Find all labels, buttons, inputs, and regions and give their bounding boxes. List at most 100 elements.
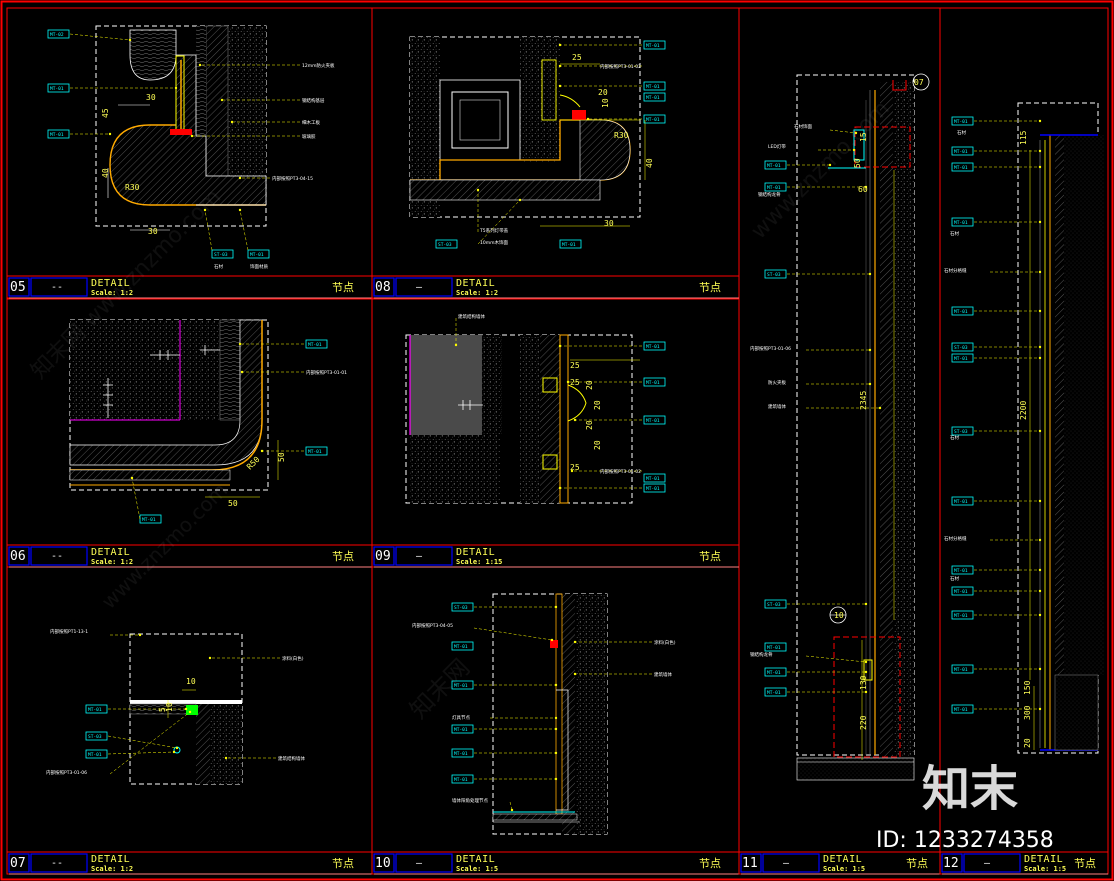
detail-title: DETAIL (91, 278, 130, 289)
material-tag-code: ST-03 (454, 605, 468, 611)
material-tag-code: MT-01 (954, 220, 968, 226)
leader-dot (260, 449, 264, 453)
material-tag-code: ST-03 (438, 242, 452, 248)
material-tag: ST-03 (764, 599, 787, 609)
leader-dot (1038, 149, 1042, 153)
material-tag-code: MT-01 (454, 777, 468, 783)
material-tag: MT-01 (764, 182, 787, 192)
material-tag-code: MT-01 (646, 84, 660, 90)
callout-label: 钢结构龙骨 (758, 191, 781, 198)
material-tag: MT-01 (643, 341, 666, 351)
leader-dot (138, 633, 142, 637)
leader-line (204, 209, 213, 251)
brand-watermark: 知末 (922, 761, 1018, 817)
material-tag-code: MT-01 (562, 242, 576, 248)
detail-node-label: 节点 (332, 281, 354, 294)
leader-dot (554, 727, 558, 731)
detail-node-label: 节点 (1074, 857, 1096, 870)
detail-title: DETAIL (456, 547, 495, 558)
dimension-value: 2345 (859, 391, 868, 410)
material-tag: MT-01 (951, 664, 974, 674)
material-tag: MT-01 (764, 667, 787, 677)
dimension-value: 30 (148, 227, 158, 236)
leader-dot (240, 370, 244, 374)
material-tag-code: MT-01 (954, 165, 968, 171)
material-tag: MT-01 (951, 610, 974, 620)
leader-dot (554, 683, 558, 687)
dimension-value: 30 (146, 93, 156, 102)
callout-label: 内部按照PT3-01-06 (750, 345, 791, 352)
detail-node-label: 节点 (699, 857, 721, 870)
leader-dot (566, 380, 570, 384)
leader-dot (573, 672, 577, 676)
detail-dash: -- (51, 282, 63, 293)
detail-title: DETAIL (456, 278, 495, 289)
detail-dash: — (984, 858, 991, 869)
material-tag-code: MT-01 (88, 707, 102, 713)
leader-line (131, 477, 141, 520)
callout-label: 内部按照PT3-01-01 (306, 369, 347, 376)
detail-title: DETAIL (456, 854, 495, 865)
leader-dot (174, 86, 178, 90)
callout-label: 12mm防火夹板 (302, 62, 335, 69)
material-tag-code: MT-01 (454, 751, 468, 757)
callout-label: 石材分格缝 (944, 267, 967, 274)
material-tag: ST-03 (764, 269, 787, 279)
material-tag: ST-03 (951, 426, 974, 436)
leader-dot (454, 343, 458, 347)
leader-line (107, 735, 178, 749)
leader-dot (510, 808, 514, 812)
detail-number: 07 (10, 856, 26, 871)
callout-label: 石材 (957, 129, 966, 136)
leader-line (69, 33, 131, 41)
material-tag: MT-01 (643, 483, 666, 493)
detail-node-label: 节点 (332, 550, 354, 563)
detail-10-drawing (492, 593, 608, 835)
leader-dot (238, 342, 242, 346)
material-tag-code: ST-03 (767, 602, 781, 608)
leader-dot (476, 188, 480, 192)
leader-dot (558, 344, 562, 348)
dimension-value: 07 (914, 78, 924, 87)
dimension-value: R30 (125, 183, 140, 192)
leader-dot (558, 486, 562, 490)
material-tag: MT-01 (643, 114, 666, 124)
callout-label: 石材饰面 (794, 123, 812, 130)
leader-dot (220, 98, 224, 102)
callout-label: 内部按照PT3-01-02 (600, 468, 641, 475)
material-tag-code: ST-03 (954, 345, 968, 351)
leader-dot (558, 43, 562, 47)
material-tag-code: MT-01 (954, 707, 968, 713)
leader-dot (190, 134, 194, 138)
dimension-value: 10 (601, 98, 610, 108)
leader-dot (868, 382, 872, 386)
leader-dot (1038, 119, 1042, 123)
material-tag-code: MT-01 (954, 568, 968, 574)
material-tag: ST-03 (85, 731, 108, 741)
leader-dot (570, 469, 574, 473)
detail-12-drawing (1017, 102, 1104, 754)
dimension-value: 10 (834, 611, 844, 620)
detail-title: DETAIL (91, 854, 130, 865)
material-tag: MT-01 (305, 339, 328, 349)
material-tag-code: MT-01 (767, 645, 781, 651)
leader-dot (558, 84, 562, 88)
detail-dash: — (783, 858, 790, 869)
material-tag: ST-03 (451, 602, 474, 612)
leader-dot (573, 418, 577, 422)
callout-label: LED灯带 (768, 143, 786, 150)
material-tag: MT-01 (85, 704, 108, 714)
leader-dot (1038, 165, 1042, 169)
detail-scale: Scale: 1:5 (823, 865, 865, 873)
leader-dot (854, 131, 858, 135)
callout-label: 饰面材质 (250, 263, 268, 270)
material-tag: MT-01 (85, 749, 108, 759)
material-tag: MT-01 (764, 160, 787, 170)
callout-label: 灯具节点 (452, 714, 470, 721)
leader-line (805, 655, 867, 663)
detail-number: 12 (943, 856, 959, 871)
leader-dot (108, 132, 112, 136)
